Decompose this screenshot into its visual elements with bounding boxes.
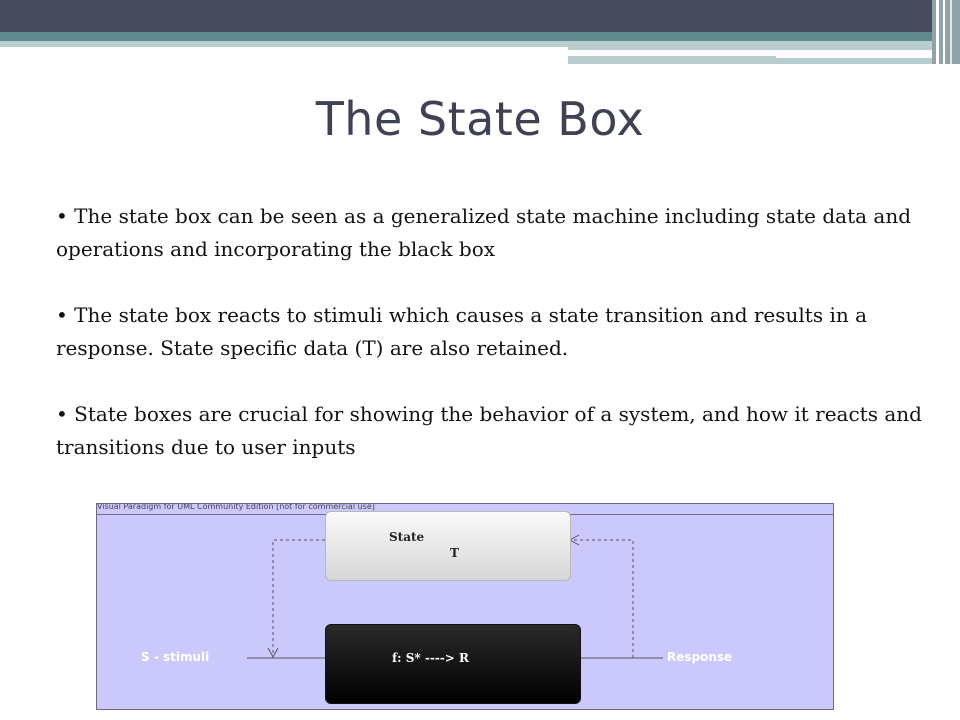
state-label: State	[389, 530, 425, 544]
bullet-text: State boxes are crucial for showing the …	[56, 402, 922, 459]
bullet-list: • The state box can be seen as a general…	[56, 200, 936, 497]
state-box: State T	[325, 511, 571, 581]
function-label: f: S* ----> R	[392, 651, 470, 665]
diagram-watermark: Visual Paradigm for UML Community Editio…	[97, 503, 375, 511]
bullet-text: The state box can be seen as a generaliz…	[56, 204, 912, 261]
response-label: Response	[667, 650, 733, 664]
bullet-text: The state box reacts to stimuli which ca…	[56, 303, 868, 360]
state-to-input-dashed-line	[272, 539, 325, 656]
bullet-marker: •	[56, 204, 68, 228]
bullet-item: • State boxes are crucial for showing th…	[56, 398, 936, 464]
bullet-marker: •	[56, 303, 68, 327]
header-decoration-band	[0, 0, 960, 64]
bullet-marker: •	[56, 402, 68, 426]
black-box: f: S* ----> R	[325, 624, 581, 704]
bullet-item: • The state box can be seen as a general…	[56, 200, 936, 266]
stimuli-label: S - stimuli	[141, 650, 210, 664]
state-variable-label: T	[450, 546, 459, 560]
bullet-item: • The state box reacts to stimuli which …	[56, 299, 936, 365]
input-arrowhead	[267, 647, 279, 659]
state-box-diagram: Visual Paradigm for UML Community Editio…	[96, 503, 834, 710]
diagram-connectors	[247, 534, 663, 659]
slide-title: The State Box	[315, 92, 645, 146]
